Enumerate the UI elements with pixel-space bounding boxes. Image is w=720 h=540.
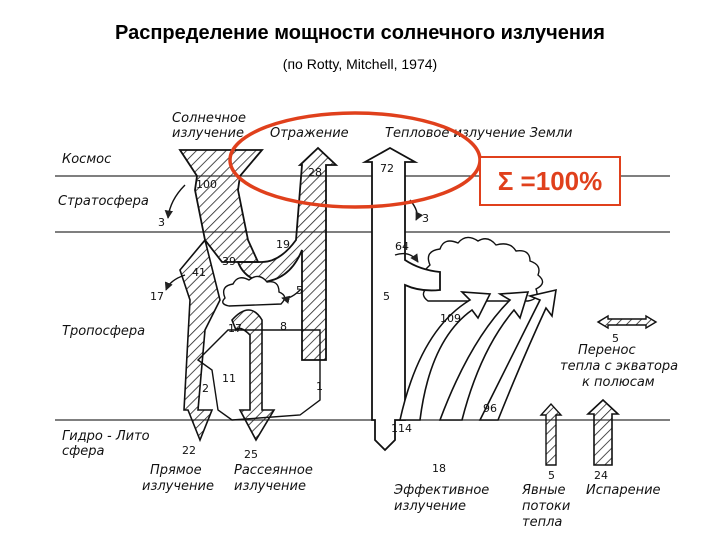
flow-values: 100 28 72 3 3 17 41 39 19 5 17 8 11 2 1 … — [150, 162, 619, 482]
value-sensible: 5 — [548, 469, 555, 482]
value-thermal-out: 72 — [380, 162, 394, 175]
value-2: 2 — [202, 382, 209, 395]
label-direct-2: излучение — [142, 479, 214, 494]
label-sensible-3: тепла — [522, 515, 562, 530]
page-subtitle: (по Rotty, Mitchell, 1974) — [282, 56, 438, 72]
value-effective-net: 18 — [432, 462, 446, 475]
sensible-heat-arrow — [539, 402, 563, 466]
value-reflected: 28 — [308, 166, 322, 179]
highlight-ellipse — [228, 111, 482, 209]
label-thermal: Тепловое излучение Земли — [385, 126, 572, 141]
value-5-cloud: 5 — [296, 284, 303, 297]
cloud-left-icon — [222, 275, 286, 307]
layer-label-hydro-1: Гидро - Лито — [62, 429, 150, 444]
label-direct-1: Прямое — [150, 463, 202, 478]
value-solar-in: 100 — [196, 178, 217, 191]
label-transport-3: к полюсам — [582, 375, 655, 390]
direct-radiation-arrow — [179, 238, 221, 443]
value-direct: 22 — [182, 444, 196, 457]
sum-callout: Σ =100% — [479, 156, 621, 206]
solar-input-arrow — [178, 149, 264, 263]
value-transport: 5 — [612, 332, 619, 345]
label-solar-2: излучение — [172, 126, 244, 141]
value-1: 1 — [316, 380, 323, 393]
sum-callout-text: Σ =100% — [498, 166, 603, 196]
value-109: 109 — [440, 312, 461, 325]
heat-transport-arrow — [596, 314, 658, 330]
layer-lines — [55, 175, 670, 421]
value-41: 41 — [192, 266, 206, 279]
diffuse-radiation-arrow — [231, 309, 276, 442]
value-5-left: 5 — [383, 290, 390, 303]
value-strat-absorb: 3 — [158, 216, 165, 229]
value-17-mid: 17 — [228, 322, 242, 335]
value-39: 39 — [222, 255, 236, 268]
evaporation-arrow — [585, 398, 621, 466]
value-trop-absorb: 17 — [150, 290, 164, 303]
value-effective: 114 — [391, 422, 412, 435]
label-solar-1: Солнечное — [172, 111, 246, 126]
label-evaporation: Испарение — [586, 483, 661, 498]
value-64: 64 — [395, 240, 409, 253]
label-reflection: Отражение — [270, 126, 349, 141]
value-to-stratosphere: 3 — [422, 212, 429, 225]
label-effective-2: излучение — [394, 499, 466, 514]
effective-radiation-arrows — [399, 288, 557, 421]
layer-label-space: Космос — [62, 152, 111, 167]
layer-label-troposphere: Тропосфера — [62, 324, 145, 339]
label-diffuse-2: излучение — [234, 479, 306, 494]
layer-label-stratosphere: Стратосфера — [58, 194, 149, 209]
thermal-output-arrow — [361, 146, 441, 452]
layer-label-hydro-2: сфера — [62, 444, 105, 459]
label-sensible-2: потоки — [522, 499, 570, 514]
value-96: 96 — [483, 402, 497, 415]
label-transport-2: тепла с экватора — [560, 359, 678, 374]
label-transport-1: Перенос — [578, 343, 636, 358]
label-diffuse-1: Рассеянное — [234, 463, 313, 478]
value-11: 11 — [222, 372, 236, 385]
label-sensible-1: Явные — [521, 483, 565, 498]
label-effective-1: Эффективное — [393, 483, 489, 498]
value-19: 19 — [276, 238, 290, 251]
lower-absorption-path — [196, 329, 321, 421]
value-8: 8 — [280, 320, 287, 333]
value-diffuse: 25 — [244, 448, 258, 461]
value-evaporation: 24 — [594, 469, 608, 482]
page-title: Распределение мощности солнечного излуче… — [115, 22, 605, 44]
cloud-right-icon — [419, 236, 544, 302]
